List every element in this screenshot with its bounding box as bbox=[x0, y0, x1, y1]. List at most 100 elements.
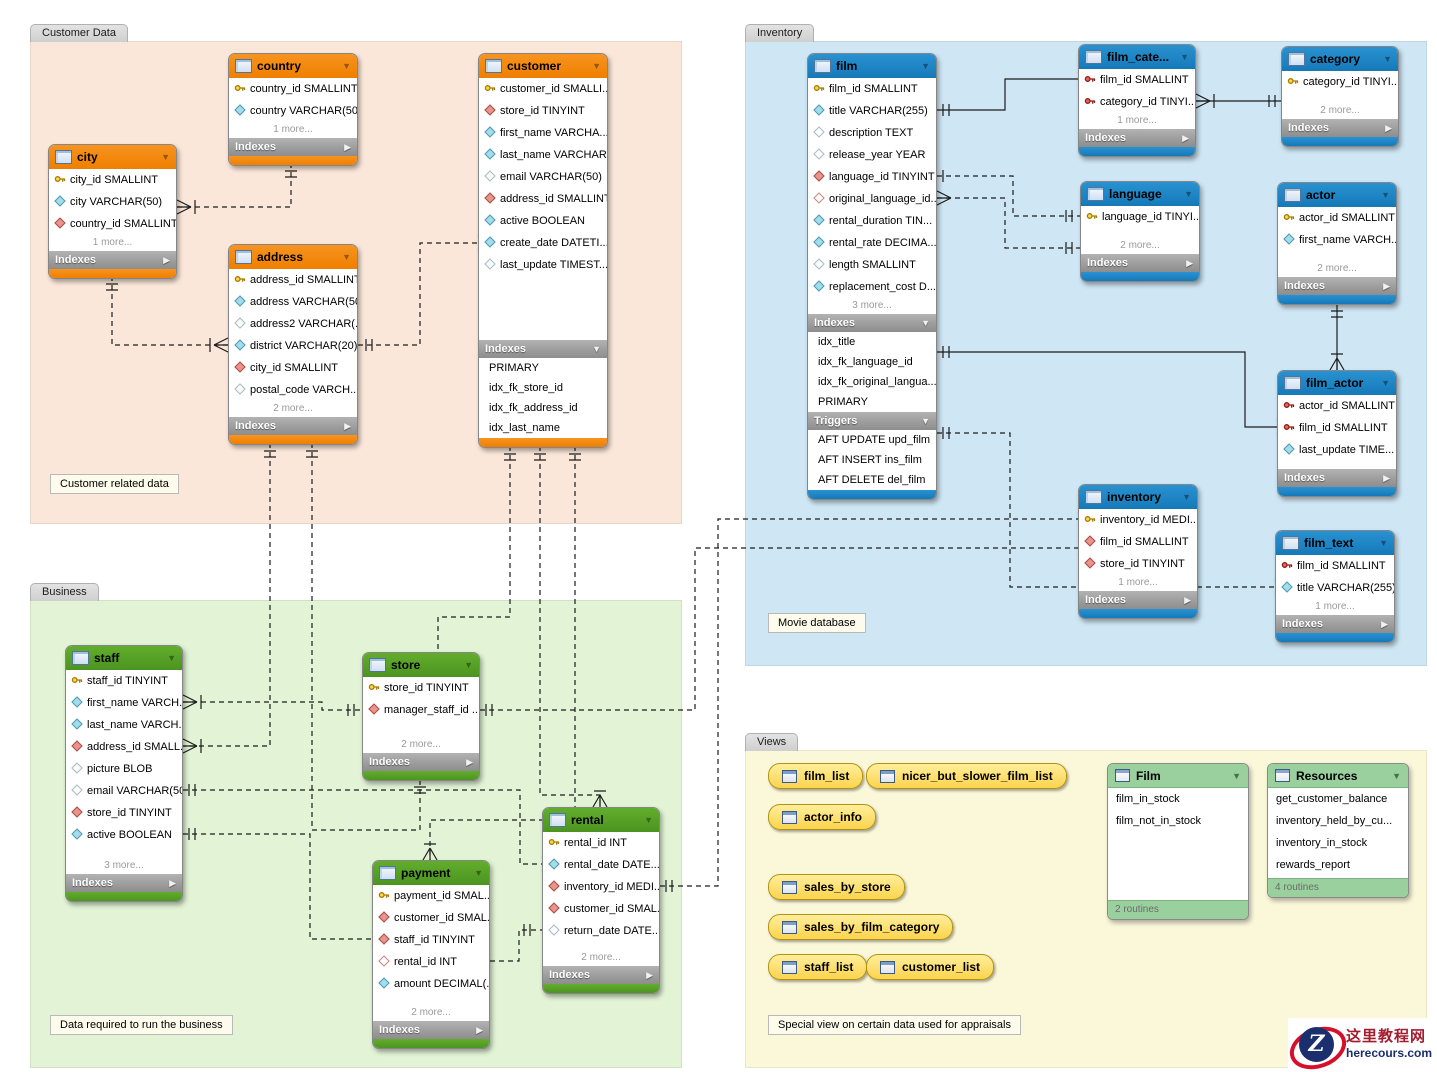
table-header-inventory[interactable]: inventory▼ bbox=[1079, 485, 1197, 509]
table-header-film_text[interactable]: film_text▼ bbox=[1276, 531, 1394, 555]
section-indexes[interactable]: Indexes▶ bbox=[49, 251, 176, 269]
table-category[interactable]: category▼category_id TINYI...2 more...In… bbox=[1281, 46, 1399, 147]
collapse-arrow-icon[interactable]: ▼ bbox=[1383, 54, 1392, 64]
table-customer[interactable]: customer▼customer_id SMALLI...store_id T… bbox=[478, 53, 608, 448]
collapse-arrow-icon[interactable]: ▼ bbox=[342, 61, 351, 71]
collapse-arrow-icon[interactable]: ▶ bbox=[1182, 132, 1189, 143]
section-indexes[interactable]: Indexes▶ bbox=[543, 966, 659, 984]
collapse-arrow-icon[interactable]: ▼ bbox=[644, 815, 653, 825]
table-inventory[interactable]: inventory▼inventory_id MEDI...film_id SM… bbox=[1078, 484, 1198, 619]
routine-item[interactable]: inventory_in_stock bbox=[1276, 837, 1368, 849]
table-header-film[interactable]: film▼ bbox=[808, 54, 936, 78]
collapse-arrow-icon[interactable]: ▶ bbox=[1385, 122, 1392, 133]
collapse-arrow-icon[interactable]: ▶ bbox=[344, 141, 351, 152]
routine-item[interactable]: film_not_in_stock bbox=[1116, 815, 1201, 827]
section-indexes[interactable]: Indexes▶ bbox=[1081, 254, 1199, 272]
collapse-arrow-icon[interactable]: ▶ bbox=[344, 420, 351, 431]
table-header-actor[interactable]: actor▼ bbox=[1278, 183, 1396, 207]
table-header-address[interactable]: address▼ bbox=[229, 245, 357, 269]
view-customer_list[interactable]: customer_list bbox=[866, 954, 995, 980]
table-header-customer[interactable]: customer▼ bbox=[479, 54, 607, 78]
section-indexes[interactable]: Indexes▶ bbox=[1079, 129, 1195, 147]
view-sales_by_store[interactable]: sales_by_store bbox=[768, 874, 905, 900]
table-payment[interactable]: payment▼payment_id SMAL...customer_id SM… bbox=[372, 860, 490, 1049]
collapse-arrow-icon[interactable]: ▶ bbox=[163, 254, 170, 265]
section-indexes[interactable]: Indexes▶ bbox=[373, 1021, 489, 1039]
view-actor_info[interactable]: actor_info bbox=[768, 804, 877, 830]
section-indexes[interactable]: Indexes▶ bbox=[1278, 277, 1396, 295]
collapse-arrow-icon[interactable]: ▼ bbox=[1184, 189, 1193, 199]
collapse-arrow-icon[interactable]: ▶ bbox=[1383, 472, 1390, 483]
table-language[interactable]: language▼language_id TINYI...2 more...In… bbox=[1080, 181, 1200, 282]
collapse-arrow-icon[interactable]: ▼ bbox=[592, 61, 601, 71]
routine-group-header[interactable]: Film▼ bbox=[1108, 764, 1248, 788]
table-header-rental[interactable]: rental▼ bbox=[543, 808, 659, 832]
section-indexes[interactable]: Indexes▶ bbox=[363, 753, 479, 771]
region-tab-views[interactable]: Views bbox=[745, 733, 799, 751]
collapse-arrow-icon[interactable]: ▶ bbox=[1186, 257, 1193, 268]
section-indexes[interactable]: Indexes▶ bbox=[1276, 615, 1394, 633]
collapse-arrow-icon[interactable]: ▼ bbox=[1182, 492, 1191, 502]
routine-item[interactable]: get_customer_balance bbox=[1276, 793, 1388, 805]
routine-item[interactable]: inventory_held_by_cu... bbox=[1276, 815, 1393, 827]
region-tab-business[interactable]: Business bbox=[30, 583, 99, 601]
section-indexes[interactable]: Indexes▼ bbox=[479, 340, 607, 358]
view-staff_list[interactable]: staff_list bbox=[768, 954, 868, 980]
collapse-arrow-icon[interactable]: ▼ bbox=[167, 653, 176, 663]
routine-item[interactable]: film_in_stock bbox=[1116, 793, 1180, 805]
table-header-payment[interactable]: payment▼ bbox=[373, 861, 489, 885]
expand-arrow-icon[interactable]: ▼ bbox=[592, 344, 601, 354]
table-header-language[interactable]: language▼ bbox=[1081, 182, 1199, 206]
section-indexes[interactable]: Indexes▶ bbox=[1282, 119, 1398, 137]
view-sales_by_film_category[interactable]: sales_by_film_category bbox=[768, 914, 954, 940]
collapse-arrow-icon[interactable]: ▶ bbox=[466, 756, 473, 767]
section-indexes[interactable]: Indexes▶ bbox=[229, 417, 357, 435]
routine-item[interactable]: rewards_report bbox=[1276, 859, 1350, 871]
table-header-film_category[interactable]: film_cate...▼ bbox=[1079, 45, 1195, 69]
section-triggers[interactable]: Triggers▼ bbox=[808, 412, 936, 430]
collapse-arrow-icon[interactable]: ▶ bbox=[1383, 280, 1390, 291]
collapse-arrow-icon[interactable]: ▶ bbox=[1381, 618, 1388, 629]
section-indexes[interactable]: Indexes▶ bbox=[229, 138, 357, 156]
collapse-arrow-icon[interactable]: ▼ bbox=[1381, 378, 1390, 388]
expand-arrow-icon[interactable]: ▼ bbox=[921, 416, 930, 426]
collapse-arrow-icon[interactable]: ▼ bbox=[1232, 770, 1241, 781]
collapse-arrow-icon[interactable]: ▼ bbox=[1381, 190, 1390, 200]
collapse-arrow-icon[interactable]: ▼ bbox=[1392, 770, 1401, 781]
collapse-arrow-icon[interactable]: ▼ bbox=[921, 61, 930, 71]
section-indexes[interactable]: Indexes▶ bbox=[1079, 591, 1197, 609]
table-header-city[interactable]: city▼ bbox=[49, 145, 176, 169]
view-nicer_but_slower_film_list[interactable]: nicer_but_slower_film_list bbox=[866, 763, 1067, 789]
table-header-staff[interactable]: staff▼ bbox=[66, 646, 182, 670]
region-tab-customer-data[interactable]: Customer Data bbox=[30, 24, 128, 42]
section-indexes[interactable]: Indexes▶ bbox=[1278, 469, 1396, 487]
collapse-arrow-icon[interactable]: ▶ bbox=[169, 877, 176, 888]
expand-arrow-icon[interactable]: ▼ bbox=[921, 318, 930, 328]
table-header-country[interactable]: country▼ bbox=[229, 54, 357, 78]
collapse-arrow-icon[interactable]: ▼ bbox=[474, 868, 483, 878]
collapse-arrow-icon[interactable]: ▶ bbox=[1184, 594, 1191, 605]
view-film_list[interactable]: film_list bbox=[768, 763, 864, 789]
table-header-category[interactable]: category▼ bbox=[1282, 47, 1398, 71]
collapse-arrow-icon[interactable]: ▼ bbox=[464, 660, 473, 670]
collapse-arrow-icon[interactable]: ▼ bbox=[1180, 52, 1189, 62]
section-indexes[interactable]: Indexes▶ bbox=[66, 874, 182, 892]
collapse-arrow-icon[interactable]: ▼ bbox=[342, 252, 351, 262]
table-header-store[interactable]: store▼ bbox=[363, 653, 479, 677]
collapse-arrow-icon[interactable]: ▼ bbox=[161, 152, 170, 162]
collapse-arrow-icon[interactable]: ▶ bbox=[646, 969, 653, 980]
table-header-film_actor[interactable]: film_actor▼ bbox=[1278, 371, 1396, 395]
